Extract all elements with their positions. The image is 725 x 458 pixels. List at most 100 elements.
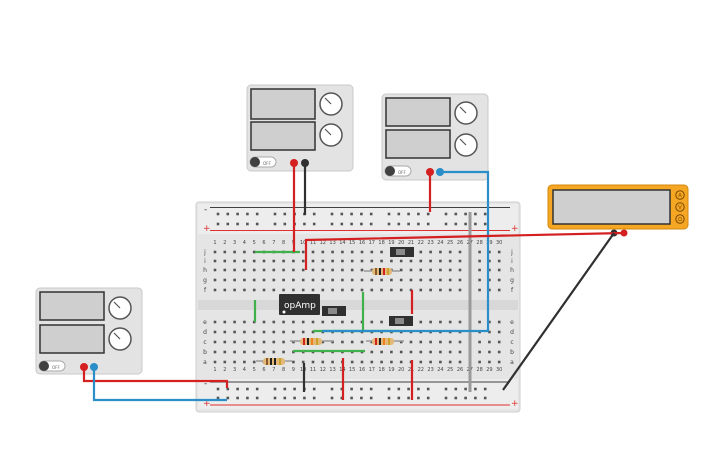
breadboard-hole[interactable] [255, 396, 259, 400]
breadboard-hole[interactable] [429, 259, 432, 263]
power-supply-1[interactable]: OFF [246, 84, 354, 172]
breadboard-hole[interactable] [370, 268, 374, 272]
breadboard-hole[interactable] [341, 268, 344, 272]
breadboard-hole[interactable] [474, 222, 477, 226]
breadboard-hole[interactable] [233, 340, 236, 344]
breadboard-hole[interactable] [488, 350, 491, 354]
breadboard-hole[interactable] [439, 259, 442, 263]
breadboard-hole[interactable] [369, 396, 373, 400]
breadboard-hole[interactable] [439, 340, 442, 344]
breadboard-hole[interactable] [417, 222, 420, 226]
breadboard-hole[interactable] [380, 250, 383, 254]
breadboard-hole[interactable] [458, 288, 462, 292]
breadboard-hole[interactable] [387, 396, 391, 400]
opamp-chip[interactable]: opAmp [279, 294, 320, 315]
breadboard-hole[interactable] [464, 396, 467, 400]
breadboard-hole[interactable] [213, 259, 217, 263]
breadboard-hole[interactable] [262, 340, 266, 344]
breadboard-hole[interactable] [340, 396, 344, 400]
breadboard-hole[interactable] [223, 350, 227, 354]
breadboard-hole[interactable] [233, 259, 236, 263]
breadboard-hole[interactable] [497, 259, 501, 263]
breadboard-hole[interactable] [282, 288, 285, 292]
breadboard-hole[interactable] [272, 288, 276, 292]
breadboard-hole[interactable] [497, 250, 501, 254]
breadboard-hole[interactable] [223, 330, 227, 334]
breadboard-hole[interactable] [262, 278, 266, 282]
breadboard-hole[interactable] [399, 360, 403, 364]
breadboard-hole[interactable] [341, 250, 344, 254]
breadboard-hole[interactable] [243, 330, 246, 334]
breadboard-hole[interactable] [331, 250, 334, 254]
breadboard-hole[interactable] [243, 350, 246, 354]
breadboard-hole[interactable] [330, 396, 334, 400]
breadboard-hole[interactable] [301, 259, 305, 263]
breadboard-hole[interactable] [312, 396, 316, 400]
breadboard-hole[interactable] [272, 340, 276, 344]
power-supply-3[interactable]: OFF [35, 287, 143, 375]
mode-a-button[interactable] [675, 190, 685, 200]
breadboard-hole[interactable] [419, 250, 423, 254]
breadboard-hole[interactable] [429, 268, 432, 272]
breadboard-hole[interactable] [246, 212, 249, 216]
breadboard-hole[interactable] [292, 360, 295, 364]
breadboard-hole[interactable] [350, 268, 354, 272]
breadboard-hole[interactable] [370, 350, 374, 354]
breadboard-hole[interactable] [380, 320, 383, 324]
breadboard-hole[interactable] [272, 268, 276, 272]
breadboard-hole[interactable] [448, 268, 452, 272]
resistor[interactable] [366, 338, 404, 345]
breadboard-hole[interactable] [360, 259, 364, 263]
breadboard-hole[interactable] [252, 250, 256, 254]
breadboard-hole[interactable] [454, 212, 458, 216]
breadboard-hole[interactable] [439, 250, 442, 254]
breadboard-hole[interactable] [370, 340, 374, 344]
breadboard-hole[interactable] [255, 222, 259, 226]
breadboard-hole[interactable] [321, 259, 325, 263]
breadboard-hole[interactable] [360, 396, 363, 400]
breadboard-hole[interactable] [409, 278, 413, 282]
breadboard-hole[interactable] [478, 288, 481, 292]
breadboard-hole[interactable] [331, 288, 334, 292]
breadboard-hole[interactable] [213, 350, 217, 354]
breadboard-hole[interactable] [262, 320, 266, 324]
breadboard-hole[interactable] [255, 212, 259, 216]
breadboard-hole[interactable] [233, 360, 236, 364]
breadboard-hole[interactable] [282, 340, 285, 344]
breadboard-hole[interactable] [213, 320, 217, 324]
breadboard-hole[interactable] [312, 212, 316, 216]
breadboard-hole[interactable] [369, 387, 373, 391]
breadboard-hole[interactable] [390, 278, 393, 282]
breadboard-hole[interactable] [340, 222, 344, 226]
breadboard-hole[interactable] [478, 278, 481, 282]
breadboard-hole[interactable] [331, 320, 334, 324]
breadboard-hole[interactable] [350, 278, 354, 282]
breadboard-hole[interactable] [272, 350, 276, 354]
breadboard-hole[interactable] [369, 222, 373, 226]
breadboard-hole[interactable] [246, 396, 249, 400]
breadboard-hole[interactable] [478, 340, 481, 344]
breadboard-hole[interactable] [488, 360, 491, 364]
breadboard-hole[interactable] [350, 288, 354, 292]
external-wires[interactable] [82, 163, 625, 402]
breadboard-hole[interactable] [439, 320, 442, 324]
breadboard-hole[interactable] [243, 340, 246, 344]
breadboard-hole[interactable] [213, 288, 217, 292]
breadboard-hole[interactable] [390, 259, 393, 263]
breadboard-hole[interactable] [399, 288, 403, 292]
breadboard-hole[interactable] [478, 259, 481, 263]
breadboard-hole[interactable] [448, 360, 452, 364]
breadboard-hole[interactable] [226, 387, 230, 391]
breadboard-hole[interactable] [236, 222, 239, 226]
breadboard-hole[interactable] [262, 288, 266, 292]
breadboard-hole[interactable] [464, 222, 467, 226]
breadboard-hole[interactable] [236, 396, 239, 400]
breadboard-hole[interactable] [397, 387, 401, 391]
breadboard-hole[interactable] [331, 360, 334, 364]
breadboard-hole[interactable] [439, 360, 442, 364]
breadboard-hole[interactable] [444, 222, 448, 226]
breadboard-hole[interactable] [272, 278, 276, 282]
breadboard-hole[interactable] [360, 222, 363, 226]
breadboard-hole[interactable] [387, 387, 391, 391]
breadboard-hole[interactable] [311, 360, 315, 364]
